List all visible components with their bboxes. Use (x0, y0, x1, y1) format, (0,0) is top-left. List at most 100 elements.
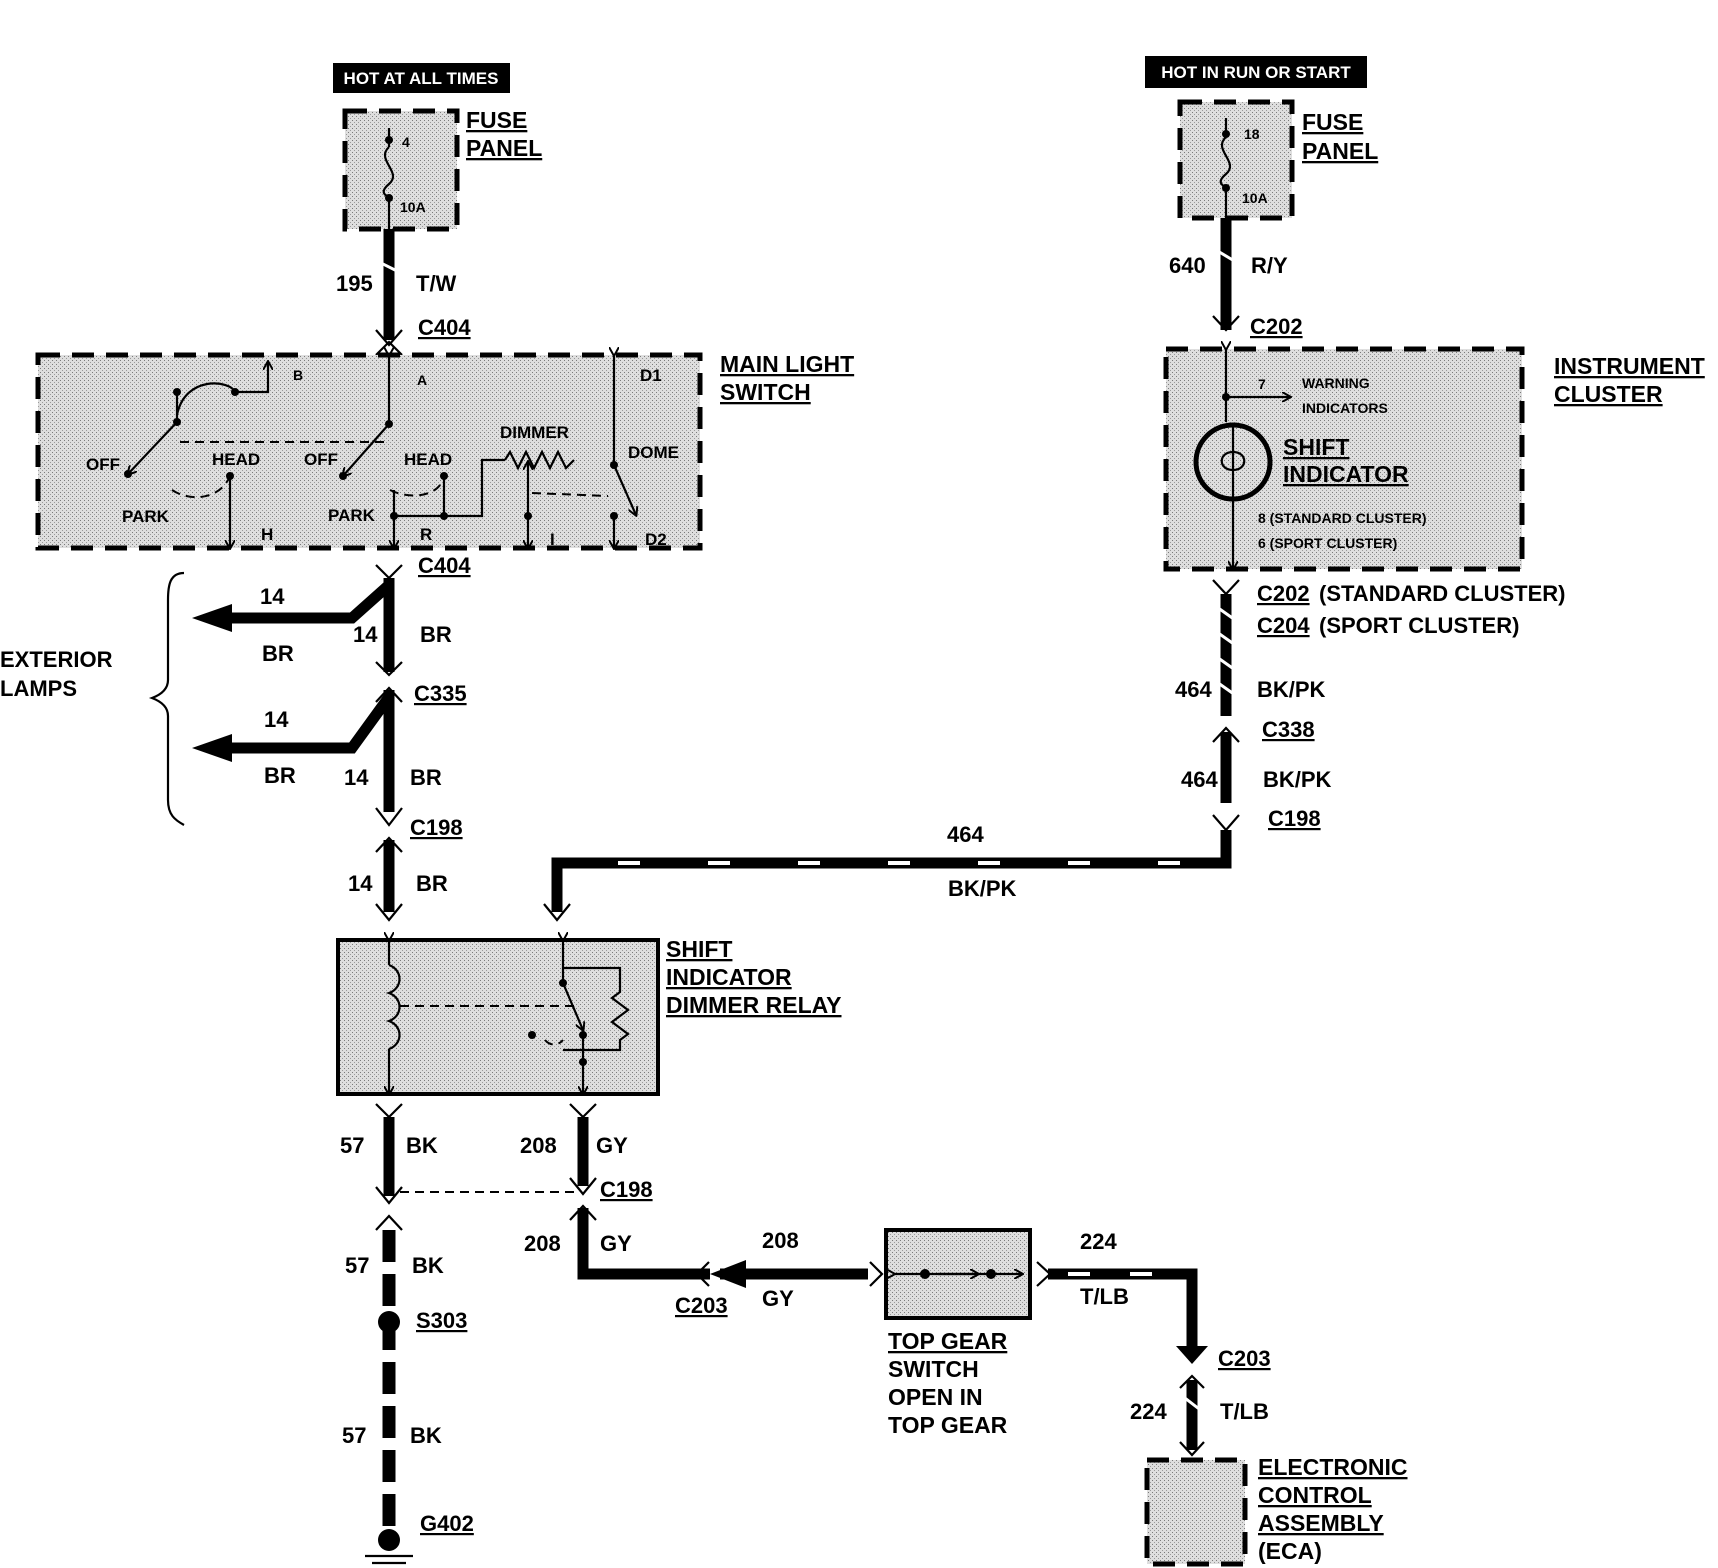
svg-text:R/Y: R/Y (1251, 253, 1288, 278)
svg-text:HOT IN RUN OR START: HOT IN RUN OR START (1161, 63, 1351, 82)
svg-text:C404: C404 (418, 315, 471, 340)
electronic-control-assembly: ELECTRONIC CONTROL ASSEMBLY (ECA) (1144, 1454, 1408, 1567)
svg-text:EXTERIOR: EXTERIOR (0, 647, 113, 672)
svg-text:LAMPS: LAMPS (0, 676, 77, 701)
svg-text:(SPORT CLUSTER): (SPORT CLUSTER) (1319, 613, 1519, 638)
svg-text:D2: D2 (645, 530, 667, 549)
wire-464: C202 (STANDARD CLUSTER) C204 (SPORT CLUS… (543, 579, 1565, 922)
svg-text:INSTRUMENT: INSTRUMENT (1554, 353, 1705, 379)
svg-text:INDICATOR: INDICATOR (666, 964, 792, 990)
svg-text:HEAD: HEAD (212, 450, 260, 469)
svg-text:DIMMER: DIMMER (500, 423, 569, 442)
arrow-left-icon (710, 1260, 746, 1288)
relay-coil-icon (385, 963, 401, 1051)
svg-text:C202: C202 (1257, 581, 1310, 606)
svg-text:HEAD: HEAD (404, 450, 452, 469)
svg-text:INDICATOR: INDICATOR (1283, 461, 1409, 487)
svg-text:SHIFT: SHIFT (1283, 434, 1349, 460)
svg-text:OFF: OFF (86, 455, 120, 474)
svg-text:BK: BK (412, 1253, 444, 1278)
svg-text:R: R (420, 525, 432, 544)
arrow-left-icon (192, 734, 232, 762)
svg-text:C198: C198 (1268, 806, 1321, 831)
svg-text:INDICATORS: INDICATORS (1302, 400, 1388, 416)
svg-text:BK/PK: BK/PK (1257, 677, 1326, 702)
svg-text:H: H (261, 525, 273, 544)
svg-text:GY: GY (600, 1231, 632, 1256)
svg-text:18: 18 (1244, 126, 1260, 142)
svg-text:D1: D1 (640, 366, 662, 385)
svg-text:C203: C203 (675, 1293, 728, 1318)
svg-text:464: 464 (1181, 767, 1218, 792)
svg-text:C404: C404 (418, 553, 471, 578)
svg-text:G402: G402 (420, 1511, 474, 1536)
svg-text:14: 14 (353, 622, 378, 647)
brace-icon (148, 571, 185, 826)
wire-14-main: C404 14 BR C335 14 BR C198 14 BR (344, 553, 471, 922)
svg-text:DOME: DOME (628, 443, 679, 462)
svg-text:PANEL: PANEL (1302, 138, 1378, 164)
svg-text:57: 57 (342, 1423, 366, 1448)
svg-text:C338: C338 (1262, 717, 1315, 742)
svg-text:BK/PK: BK/PK (948, 876, 1017, 901)
svg-text:7: 7 (1258, 376, 1266, 392)
svg-text:464: 464 (947, 822, 984, 847)
svg-text:PARK: PARK (122, 507, 170, 526)
svg-text:C203: C203 (1218, 1346, 1271, 1371)
svg-text:195: 195 (336, 271, 373, 296)
splice-s303-icon (378, 1311, 400, 1333)
svg-text:GY: GY (596, 1133, 628, 1158)
svg-text:6 (SPORT CLUSTER): 6 (SPORT CLUSTER) (1258, 535, 1397, 551)
svg-text:10A: 10A (1242, 190, 1268, 206)
svg-text:B: B (293, 367, 303, 383)
top-gear-switch: TOP GEAR SWITCH OPEN IN TOP GEAR (884, 1228, 1032, 1438)
svg-text:(STANDARD CLUSTER): (STANDARD CLUSTER) (1319, 581, 1565, 606)
svg-text:PANEL: PANEL (466, 135, 542, 161)
svg-text:4: 4 (402, 134, 410, 150)
svg-text:SHIFT: SHIFT (666, 936, 732, 962)
svg-text:BR: BR (420, 622, 452, 647)
svg-text:BR: BR (262, 641, 294, 666)
svg-text:224: 224 (1080, 1229, 1117, 1254)
svg-text:8 (STANDARD CLUSTER): 8 (STANDARD CLUSTER) (1258, 510, 1427, 526)
svg-text:C335: C335 (414, 681, 467, 706)
hot-in-run-or-start-header: HOT IN RUN OR START (1145, 56, 1367, 88)
fuse-panel-left: 4 10A FUSE PANEL (342, 107, 542, 232)
svg-text:14: 14 (260, 584, 285, 609)
svg-text:S303: S303 (416, 1308, 467, 1333)
svg-text:DIMMER RELAY: DIMMER RELAY (666, 992, 842, 1018)
svg-text:BK: BK (410, 1423, 442, 1448)
instrument-cluster: 7 WARNING INDICATORS SHIFT INDICATOR 8 (… (1163, 349, 1705, 572)
wire-640: 640 R/Y C202 (1169, 218, 1303, 339)
svg-text:ASSEMBLY: ASSEMBLY (1258, 1510, 1384, 1536)
ground-symbol-icon (365, 1554, 413, 1565)
svg-text:CLUSTER: CLUSTER (1554, 381, 1663, 407)
svg-text:14: 14 (344, 765, 369, 790)
svg-text:CONTROL: CONTROL (1258, 1482, 1372, 1508)
svg-text:SWITCH: SWITCH (720, 379, 811, 405)
svg-text:10A: 10A (400, 199, 426, 215)
main-light-switch: B OFF HEAD PARK H A OFF HEAD PARK R (35, 351, 854, 551)
svg-text:ELECTRONIC: ELECTRONIC (1258, 1454, 1408, 1480)
arrow-down-icon (1176, 1346, 1208, 1364)
svg-text:(ECA): (ECA) (1258, 1538, 1322, 1564)
svg-text:208: 208 (524, 1231, 561, 1256)
svg-text:57: 57 (340, 1133, 364, 1158)
svg-text:C202: C202 (1250, 314, 1303, 339)
svg-text:208: 208 (520, 1133, 557, 1158)
svg-text:BR: BR (416, 871, 448, 896)
exterior-lamp-feeds: 14 BR 14 BR EXTERIOR LAMPS (0, 571, 394, 826)
svg-text:GY: GY (762, 1286, 794, 1311)
svg-text:57: 57 (345, 1253, 369, 1278)
svg-text:14: 14 (264, 707, 289, 732)
svg-text:FUSE: FUSE (1302, 109, 1363, 135)
svg-text:224: 224 (1130, 1399, 1167, 1424)
svg-text:14: 14 (348, 871, 373, 896)
svg-text:PARK: PARK (328, 506, 376, 525)
svg-text:C198: C198 (410, 815, 463, 840)
svg-text:MAIN LIGHT: MAIN LIGHT (720, 351, 854, 377)
svg-text:SWITCH: SWITCH (888, 1356, 979, 1382)
wire-224: 224 T/LB C203 224 T/LB (1036, 1229, 1271, 1457)
wire-208: 208 GY C198 208 GY C203 208 GY (520, 1103, 884, 1318)
